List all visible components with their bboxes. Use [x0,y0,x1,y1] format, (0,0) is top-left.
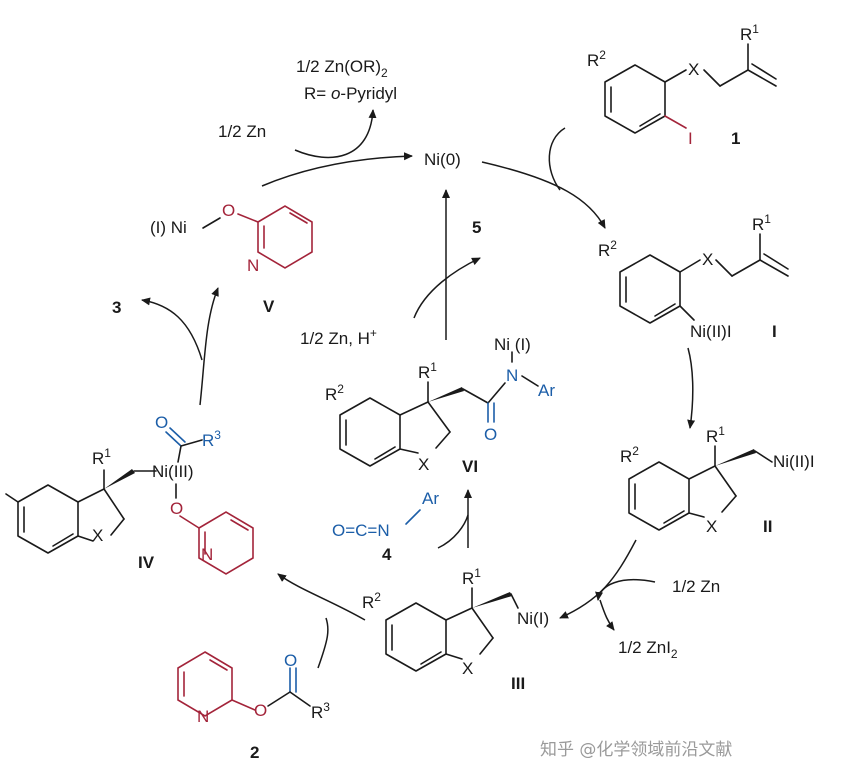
svg-text:O: O [222,201,235,220]
svg-text:(I) Ni: (I) Ni [150,218,187,237]
zinc-byproduct: 1/2 Zn(OR)2 R= o-Pyridyl [296,57,397,103]
svg-text:1: 1 [731,129,740,148]
svg-text:R2: R2 [587,48,606,70]
svg-text:N: N [197,707,209,726]
svg-text:R1: R1 [706,424,725,446]
svg-text:X: X [462,659,473,678]
svg-text:O: O [284,651,297,670]
svg-text:O: O [484,425,497,444]
svg-text:N: N [506,366,518,385]
svg-text:4: 4 [382,545,392,564]
intermediate-V: (I) Ni O N V [150,201,313,316]
svg-text:R1: R1 [740,22,759,44]
cycle-arrows [141,109,696,669]
svg-text:X: X [418,455,429,474]
svg-text:Ni(II)I: Ni(II)I [690,322,732,341]
svg-text:R2: R2 [325,382,344,404]
svg-text:R1: R1 [462,566,481,588]
watermark: 知乎 @化学领域前沿文献 [540,740,732,760]
svg-text:Ar: Ar [422,489,439,508]
intermediate-I: X R1 R2 Ni(II)I I [598,212,789,341]
intermediate-III: X R1 R2 Ni(I) III [362,566,549,693]
svg-text:IV: IV [138,553,155,572]
svg-text:N: N [247,256,259,275]
svg-text:III: III [511,674,525,693]
svg-text:O: O [170,499,183,518]
svg-text:R1: R1 [418,360,437,382]
zinc-iodide: 1/2 ZnI2 [618,638,678,661]
svg-text:I: I [688,129,693,148]
svg-text:X: X [92,526,103,545]
svg-text:Ar: Ar [538,381,555,400]
svg-text:O: O [254,701,267,720]
svg-text:R2: R2 [362,590,381,612]
intermediate-IV: X R1 Ni(III) O R3 O N IV [5,413,254,575]
svg-text:Ni(III): Ni(III) [152,462,194,481]
svg-text:R2: R2 [620,444,639,466]
svg-text:X: X [702,250,713,269]
svg-text:N: N [201,545,213,564]
svg-text:X: X [688,60,699,79]
svg-text:Ni(II)I: Ni(II)I [773,452,815,471]
compound-4: O=C=N Ar 4 [332,489,439,564]
svg-text:O=C=N: O=C=N [332,521,390,540]
svg-text:V: V [263,297,275,316]
svg-text:R= o-Pyridyl: R= o-Pyridyl [304,84,397,103]
intermediate-VI: X R1 R2 Ni (I) N Ar O VI [325,335,555,476]
svg-text:R3: R3 [202,428,221,450]
svg-text:1/2 Zn(OR)2: 1/2 Zn(OR)2 [296,57,388,80]
svg-text:VI: VI [462,457,478,476]
svg-text:Ni (I): Ni (I) [494,335,531,354]
intermediate-II: X R1 R2 Ni(II)I II [620,424,815,536]
reductant-zn-top: 1/2 Zn [218,122,266,141]
product-5: 5 [472,218,481,237]
svg-text:R2: R2 [598,238,617,260]
inner-reagent: 1/2 Zn, H+ [300,326,377,348]
svg-text:R3: R3 [311,700,330,722]
svg-text:II: II [763,517,772,536]
reductant-zn-mid: 1/2 Zn [672,577,720,596]
svg-text:O: O [155,413,168,432]
svg-text:R1: R1 [752,212,771,234]
compound-2: N O O R3 2 [177,651,330,762]
svg-text:Ni(I): Ni(I) [517,609,549,628]
catalyst-label: Ni(0) [424,150,461,169]
svg-text:X: X [706,517,717,536]
compound-1: X I R1 R2 1 [587,22,777,148]
svg-text:I: I [772,322,777,341]
svg-text:2: 2 [250,743,259,762]
svg-text:R1: R1 [92,446,111,468]
product-3: 3 [112,298,121,317]
